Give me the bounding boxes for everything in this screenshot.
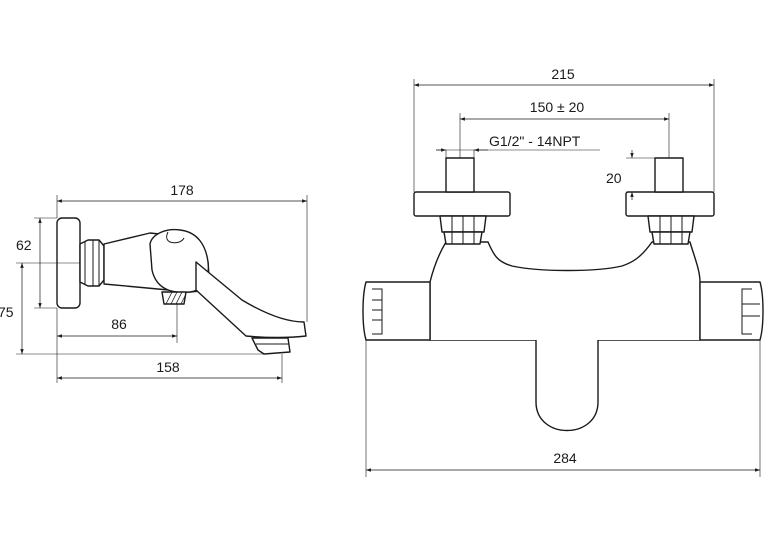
left-connection bbox=[413, 157, 511, 245]
side-view: 178 62 75 86 158 bbox=[0, 182, 308, 383]
left-end-cap bbox=[362, 281, 431, 341]
spout-aerator bbox=[251, 337, 291, 355]
spout bbox=[195, 261, 307, 339]
dim-20-label: 20 bbox=[606, 170, 622, 186]
dim-150-label: 150 ± 20 bbox=[530, 99, 585, 115]
right-end-cap bbox=[699, 281, 764, 341]
dim-158-label: 158 bbox=[156, 359, 180, 375]
dim-62-label: 62 bbox=[16, 237, 32, 253]
dim-178-label: 178 bbox=[170, 182, 194, 198]
mixer-upper-body bbox=[429, 241, 701, 340]
dim-86-label: 86 bbox=[111, 316, 127, 332]
dim-75-label: 75 bbox=[0, 304, 14, 320]
thread-label: G1/2" - 14NPT bbox=[489, 133, 581, 149]
connection-nut bbox=[79, 239, 105, 287]
control-knob bbox=[149, 228, 210, 294]
dim-284-label: 284 bbox=[553, 450, 577, 466]
right-connection bbox=[625, 157, 715, 245]
front-view: 215 150 ± 20 G1/2" - 14NPT 20 284 bbox=[362, 66, 764, 477]
dim-215-label: 215 bbox=[551, 66, 575, 82]
